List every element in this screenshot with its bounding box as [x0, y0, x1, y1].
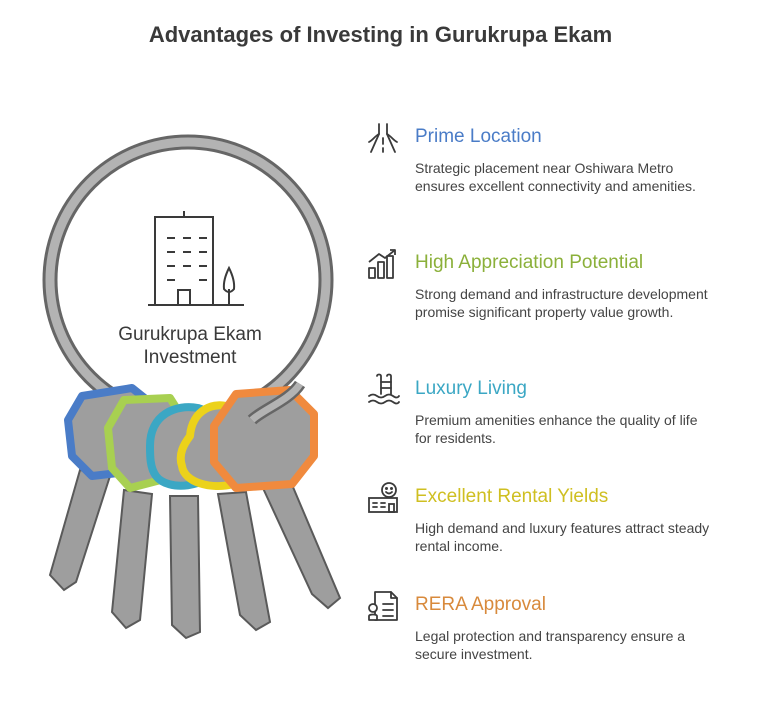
- growth-chart-icon: [368, 249, 396, 279]
- advantage-heading: Luxury Living: [415, 378, 527, 399]
- road-icon: [368, 123, 398, 153]
- advantage-description: Legal protection and transparency ensure…: [415, 628, 686, 662]
- center-label-line1: Gurukrupa Ekam: [118, 324, 262, 345]
- advantage-description: Strong demand and infrastructure develop…: [415, 286, 708, 320]
- happy-tenant-icon: [368, 482, 398, 513]
- key-shaft-1: [48, 468, 112, 592]
- advantage-heading: RERA Approval: [415, 594, 546, 615]
- key-shafts: [48, 468, 342, 640]
- tree-icon: [222, 265, 236, 305]
- building-icon: [148, 211, 244, 306]
- pool-ladder-icon: [368, 373, 400, 405]
- key-head-orange: [210, 386, 318, 492]
- page-title: Advantages of Investing in Gurukrupa Eka…: [148, 22, 613, 47]
- key-shaft-2: [110, 488, 154, 630]
- key-shaft-3: [168, 495, 202, 640]
- key-shaft-5: [260, 478, 342, 610]
- advantage-description: Strategic placement near Oshiwara Metro …: [415, 160, 696, 194]
- certificate-icon: [368, 591, 398, 621]
- center-label-line2: Investment: [144, 347, 238, 368]
- advantage-heading: High Appreciation Potential: [415, 252, 644, 273]
- key-shaft-4: [216, 490, 272, 632]
- advantage-description: High demand and luxury features attract …: [415, 520, 710, 554]
- advantage-heading: Excellent Rental Yields: [415, 486, 609, 507]
- advantage-description: Premium amenities enhance the quality of…: [415, 412, 698, 446]
- advantage-heading: Prime Location: [415, 126, 542, 147]
